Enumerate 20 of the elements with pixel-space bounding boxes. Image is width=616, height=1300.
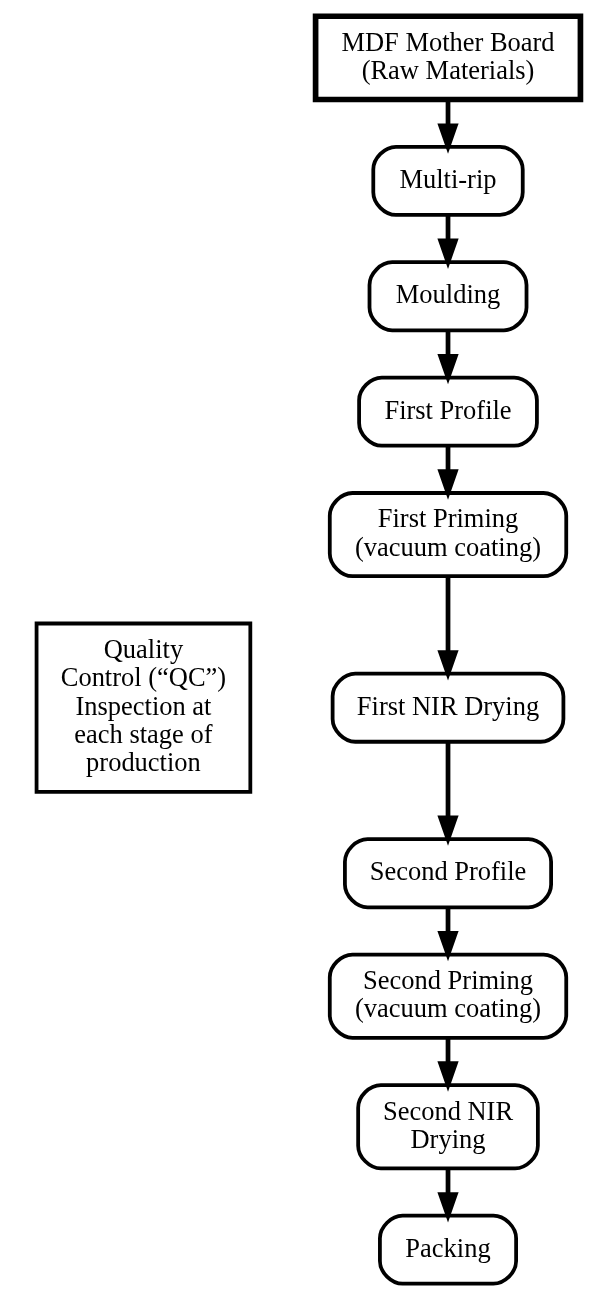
- arrow: [436, 1038, 459, 1092]
- node-box: Multi-rip: [370, 144, 525, 217]
- arrow: [436, 446, 459, 500]
- node-box: Quality Control (“QC”) Inspection at each stage of production: [34, 621, 252, 794]
- node-box: Moulding: [367, 260, 528, 333]
- node-box: First NIR Drying: [330, 671, 565, 744]
- arrow: [436, 1168, 459, 1223]
- node-box: Second Priming (vacuum coating): [327, 952, 568, 1040]
- arrow: [436, 100, 459, 154]
- arrow: [436, 330, 459, 385]
- node-box: First Profile: [356, 375, 539, 448]
- node-box: First Priming (vacuum coating): [327, 491, 568, 579]
- node-box: MDF Mother Board (Raw Materials): [312, 13, 583, 103]
- node-box: Packing: [377, 1213, 518, 1286]
- node-box: Second NIR Drying: [355, 1083, 540, 1171]
- arrow: [436, 215, 459, 269]
- arrow: [436, 576, 459, 681]
- arrow: [436, 742, 459, 846]
- arrow: [436, 907, 459, 962]
- node-box: Second Profile: [342, 837, 553, 910]
